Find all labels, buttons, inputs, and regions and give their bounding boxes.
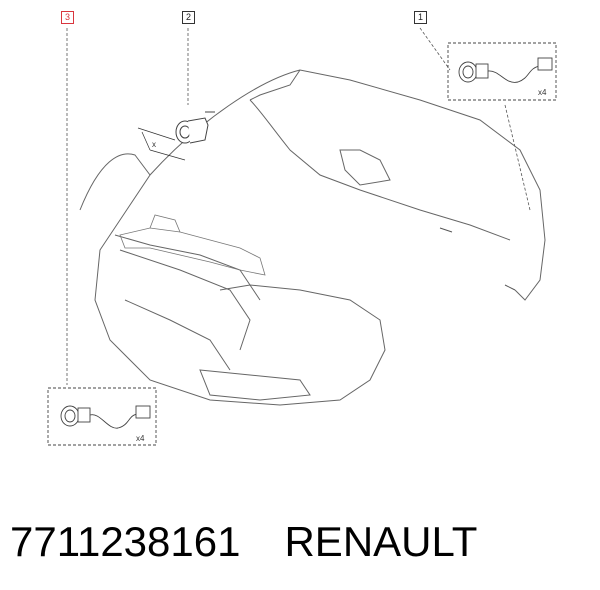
bushing-part	[175, 111, 215, 144]
callout-2: 2	[182, 11, 195, 24]
quantity-label-1: x4	[538, 88, 547, 97]
callout-1: 1	[414, 11, 427, 24]
leader-line-1	[419, 27, 451, 71]
fasteners	[439, 227, 516, 291]
dimension-label: x	[152, 140, 156, 149]
crossbar	[119, 214, 266, 276]
bumper-outline	[79, 69, 546, 406]
leader-line-1b	[504, 104, 531, 211]
part-number: 7711238161	[10, 518, 241, 565]
brand-name: RENAULT	[284, 518, 478, 565]
bumper-exploded-view	[47, 27, 557, 446]
sensor-box-1	[447, 42, 557, 101]
sensor-box-3	[47, 387, 157, 446]
caption: 7711238161 RENAULT	[10, 512, 590, 572]
quantity-label-3: x4	[136, 434, 145, 443]
callout-3: 3	[61, 11, 74, 24]
dimension-marks	[137, 127, 186, 161]
